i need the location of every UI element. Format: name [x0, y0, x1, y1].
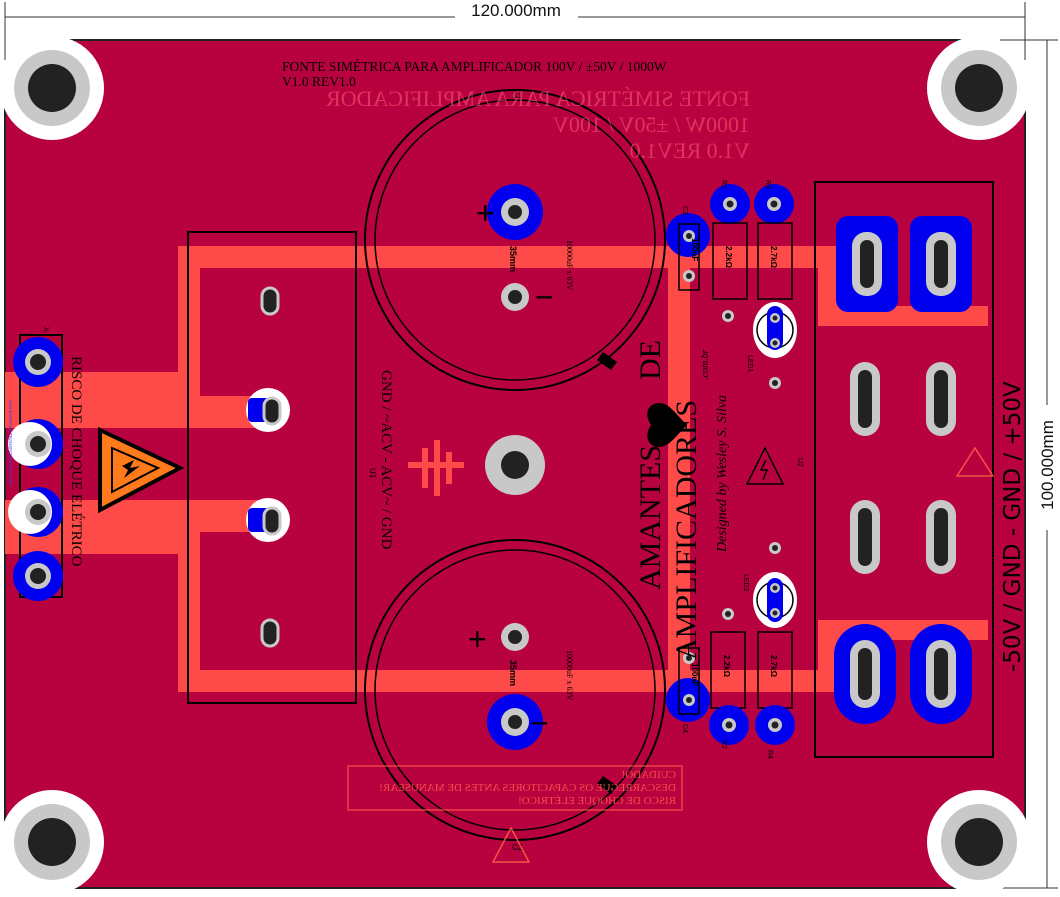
c1-ref: C1 — [512, 91, 523, 100]
warning-triangle-icon — [745, 446, 785, 485]
led1-ref: LED1 — [746, 355, 753, 373]
heart-icon — [647, 403, 687, 447]
svg-text:RISCO DE CHOQUE ELÉTRICO!: RISCO DE CHOQUE ELÉTRICO! — [518, 795, 676, 807]
c1-value: 10000uF x 63V — [565, 240, 574, 290]
c3-value: 100nF — [690, 238, 699, 261]
input-label: GND / ~ACV - ACV~ / GND — [378, 370, 394, 549]
svg-text:Designed by Wesley S. Silva: Designed by Wesley S. Silva — [715, 395, 730, 553]
r2-value: 2.2kΩ — [722, 655, 731, 678]
connector-tiny-label: ACV ENTRADA TRANSFORMADOR 100V — [8, 400, 13, 486]
dimension-width — [4, 2, 1026, 60]
c2-plus: + — [468, 621, 487, 657]
capacitor-c2 — [364, 539, 666, 841]
svg-text:DESCARREGUE OS CAPACITORES ANT: DESCARREGUE OS CAPACITORES ANTES DE MANU… — [379, 782, 676, 794]
high-voltage-icon — [98, 426, 185, 514]
warning-triangle-faint-icon — [491, 446, 995, 863]
output-label: -50V / GND - GND / +50V — [1000, 381, 1026, 672]
capacitor-c1 — [364, 89, 666, 391]
j1-ref: J1 — [42, 326, 48, 333]
resistor-r1 — [710, 184, 750, 322]
svg-text:AMPLIFICADORES: AMPLIFICADORES — [670, 400, 703, 660]
svg-text:CUIDADO!: CUIDADO! — [622, 769, 676, 781]
c1-size: 35mm — [508, 246, 518, 272]
resistor-r3 — [754, 184, 794, 300]
dimension-height — [1000, 39, 1058, 889]
danger-text: RISCO DE CHOQUE ELÉTRICO — [68, 356, 85, 567]
capacitor-c3 — [666, 213, 710, 291]
mounting-hole-bottom-left — [0, 790, 104, 894]
svg-text:.com.br: .com.br — [700, 349, 711, 380]
capacitor-c4 — [666, 647, 710, 722]
led1 — [753, 302, 797, 389]
svg-text:FONTE SIMÉTRICA PARA AMPLIFICA: FONTE SIMÉTRICA PARA AMPLIFICADOR — [326, 86, 750, 111]
r3-value: 2.7kΩ — [769, 246, 778, 269]
svg-text:V1.0 REV1.0: V1.0 REV1.0 — [630, 138, 750, 163]
c2-ref: C2 — [512, 843, 523, 852]
svg-text:AMANTES: AMANTES — [634, 445, 667, 590]
r2-ref: R2 — [720, 740, 727, 749]
r1-value: 2.2kΩ — [724, 246, 733, 269]
c2-size: 35mm — [508, 660, 518, 686]
warning-box-text: CUIDADO! DESCARREGUE OS CAPACITORES ANTE… — [379, 769, 676, 807]
c2-value: 10000uF x 63V — [565, 650, 574, 700]
led2 — [753, 542, 797, 628]
c2-minus: − — [530, 705, 549, 741]
c4-value: 100nF — [690, 663, 699, 686]
bridge-rectifier-outline — [187, 231, 357, 704]
c1-minus: − — [535, 279, 554, 315]
c1-plus: + — [476, 195, 495, 231]
bridge-pads — [246, 286, 545, 648]
mirrored-title: FONTE SIMÉTRICA PARA AMPLIFICADOR 1000W … — [326, 86, 750, 163]
r3-ref: R3 — [764, 180, 771, 189]
title-line1: FONTE SIMÉTRICA PARA AMPLIFICADOR 100V /… — [282, 59, 667, 74]
width-dimension-label: 120.000mm — [471, 1, 561, 20]
mounting-hole-bottom-right — [927, 790, 1031, 894]
svg-text:DE: DE — [634, 340, 667, 380]
c3-ref: C3 — [681, 206, 688, 215]
c4-ref: C4 — [681, 724, 688, 733]
brand-logo: AMANTES DE AMPLIFICADORES .com.br Design… — [634, 340, 730, 660]
output-terminal-outline — [814, 181, 994, 758]
u2-ref: U2 — [796, 458, 803, 467]
output-terminal-pads — [834, 216, 972, 724]
resistor-r2 — [709, 608, 749, 745]
resistor-r4 — [755, 631, 795, 745]
warning-box — [347, 765, 683, 811]
r4-ref: R4 — [766, 750, 773, 759]
ground-symbol-icon — [408, 440, 464, 496]
u1-ref: U1 — [368, 468, 377, 479]
mounting-hole-top-right — [927, 36, 1031, 140]
ac-connector-pads — [8, 337, 63, 601]
r4-value: 2.7kΩ — [769, 655, 778, 678]
led2-ref: LED2 — [742, 574, 749, 592]
title-line2: V1.0 REV1.0 — [282, 74, 356, 89]
r1-ref: R1 — [720, 180, 727, 189]
mounting-hole-top-left — [0, 36, 104, 140]
height-dimension-label: 100.000mm — [1038, 420, 1057, 510]
svg-text:1000W / ±50V / 100V: 1000W / ±50V / 100V — [553, 112, 750, 137]
